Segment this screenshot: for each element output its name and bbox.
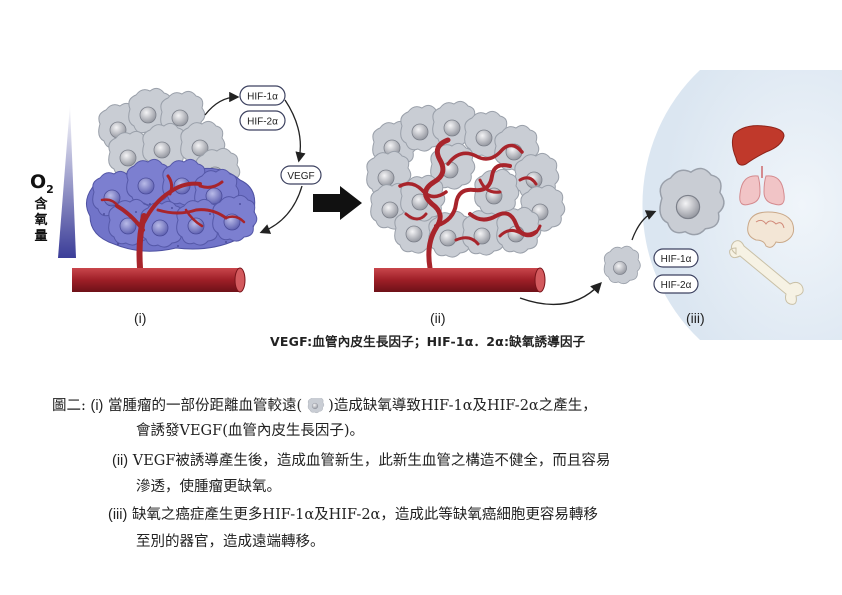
metastatic-cell-large (659, 167, 725, 236)
bone-icon (729, 240, 804, 305)
oxygen-level-label: O2 含 氧 量 (30, 171, 54, 245)
blood-vessel-ii (374, 267, 546, 293)
stage-arrow (313, 186, 362, 220)
vegf-label: VEGF (287, 171, 314, 182)
caption-ii-line1: VEGF被誘導產生後，造成血管新生，此新生血管之構造不健全，而且容易 (132, 453, 611, 469)
o2-char-1: 含 (34, 196, 48, 212)
brain-icon (747, 211, 795, 248)
caption-i-line1-a: 當腫瘤的一部份距離血管較遠( (108, 398, 303, 414)
hif2a-label-top: HIF-2α (247, 117, 278, 128)
oxygen-gradient-triangle (58, 104, 76, 258)
arrow-hif-to-vegf (284, 99, 306, 163)
organ-region (642, 70, 842, 340)
hif2a-label-right: HIF-2α (661, 280, 692, 291)
caption-iii-line1: 缺氧之癌症產生更多HIF-1α及HIF-2α，造成此等缺氧癌細胞更容易轉移 (131, 507, 598, 523)
hif1a-label-right: HIF-1α (661, 254, 692, 265)
caption-marker-i: (i) (90, 398, 104, 414)
arrow-to-metastasis (519, 281, 602, 306)
liver-icon (731, 125, 785, 166)
tumor-cell-icon (308, 398, 325, 414)
lungs-icon (739, 166, 785, 206)
arrow-small-to-large (631, 210, 657, 241)
hif-bubbles-top: HIF-1α HIF-2α (239, 85, 286, 131)
caption-i-line1-b: )造成缺氧導致HIF-1α及HIF-2α之產生， (328, 398, 597, 414)
o2-symbol: O2 (30, 171, 54, 196)
caption-iii-line2: 至別的器官，造成遠端轉移。 (136, 534, 325, 550)
vegf-bubble: VEGF (280, 165, 322, 185)
tumor-stage-i (86, 87, 258, 271)
o2-char-3: 量 (34, 229, 48, 245)
hif-bubbles-right: HIF-1α HIF-2α (653, 248, 699, 294)
stage-label-ii: (ii) (430, 310, 446, 326)
stage-label-iii: (iii) (686, 310, 705, 326)
caption-marker-iii: (iii) (108, 507, 128, 523)
abbreviation-legend: VEGF:血管內皮生長因子；HIF-1α．2α:缺氧誘導因子 (270, 334, 586, 349)
caption-i-line2: 會誘發VEGF(血管內皮生長因子)。 (136, 423, 365, 439)
hif1a-label-top: HIF-1α (247, 92, 278, 103)
metastatic-cell-small (603, 245, 641, 285)
stage-label-i: (i) (134, 310, 147, 326)
caption-title: 圖二: (52, 398, 86, 414)
caption-marker-ii: (ii) (112, 453, 129, 469)
blood-vessel-i (72, 267, 246, 293)
arrow-cells-to-hif (204, 91, 240, 116)
tumor-stage-ii (366, 100, 566, 271)
arrow-vegf-to-vessels (259, 185, 303, 234)
o2-char-2: 氧 (34, 213, 48, 229)
caption-ii-line2: 滲透，使腫瘤更缺氧。 (136, 479, 281, 495)
